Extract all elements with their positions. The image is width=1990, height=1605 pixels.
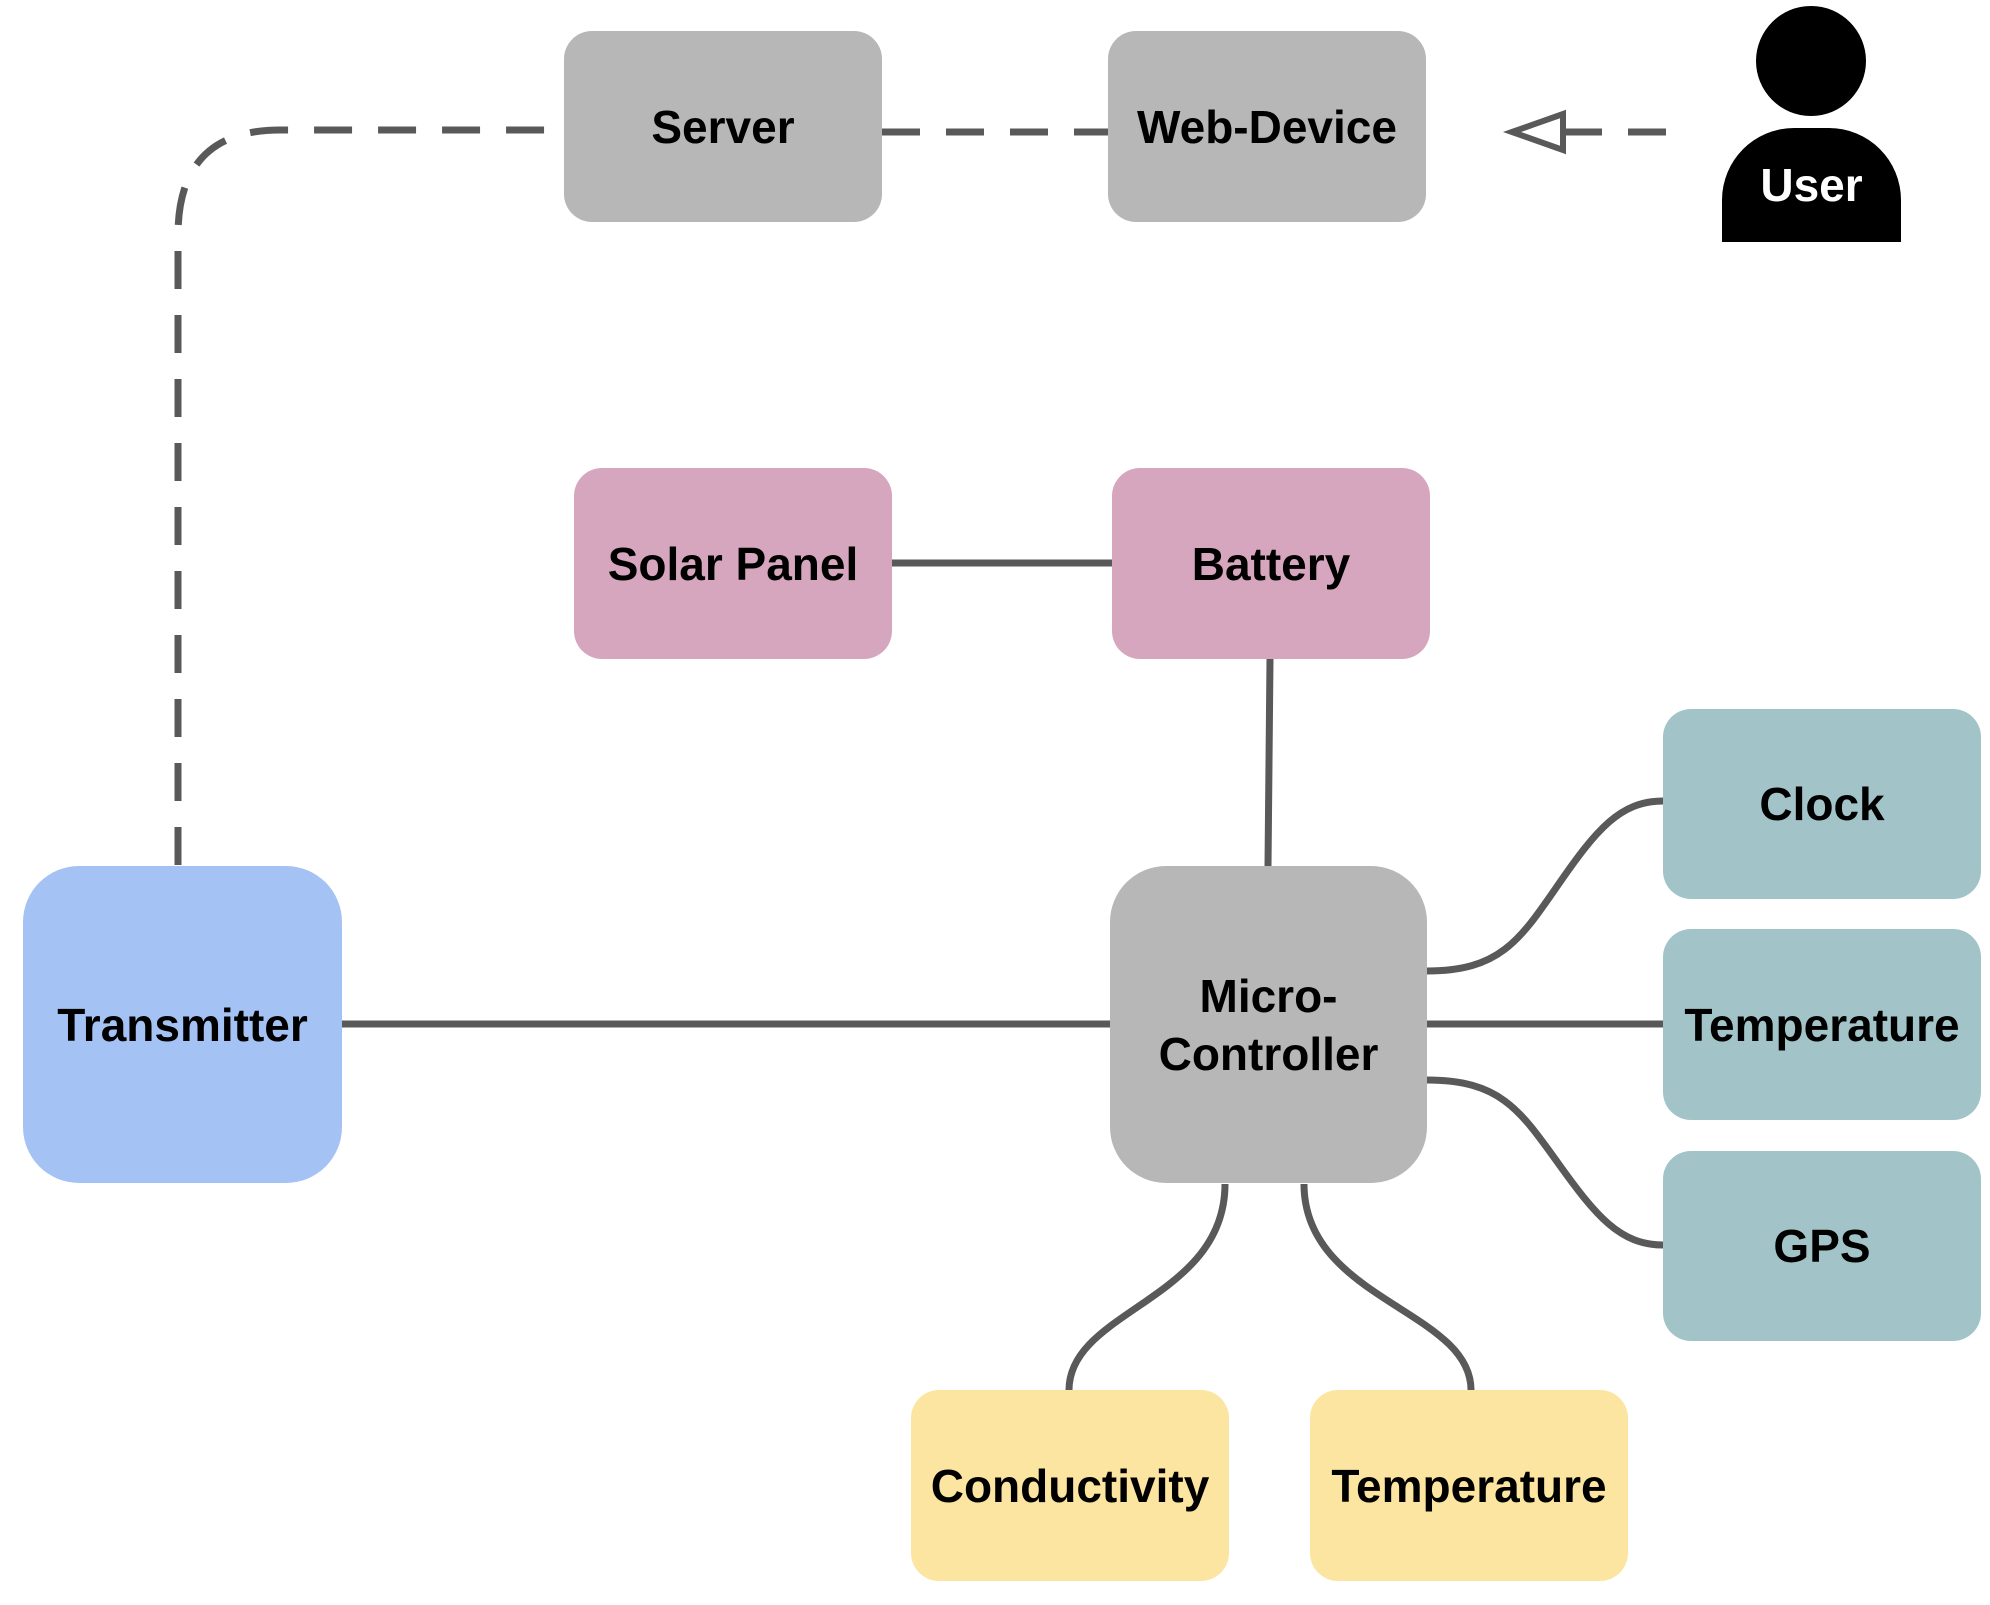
clock-label: Clock bbox=[1759, 778, 1885, 830]
solar-panel-node: Solar Panel bbox=[574, 468, 892, 659]
link-battery-microcontroller bbox=[1264, 658, 1274, 867]
solar-panel-label: Solar Panel bbox=[607, 537, 859, 590]
clock-node: Clock bbox=[1663, 709, 1981, 899]
link-transmitter-server bbox=[174, 126, 552, 865]
web-device-node: Web-Device bbox=[1108, 31, 1426, 222]
transmitter-node: Transmitter bbox=[23, 866, 342, 1183]
server-node: Server bbox=[564, 31, 882, 222]
temperature-sensor-node: Temperature bbox=[1663, 929, 1981, 1120]
link-microcontroller-conductivity bbox=[1065, 1183, 1229, 1391]
water-temperature-node: Temperature bbox=[1310, 1390, 1628, 1581]
battery-label: Battery bbox=[1191, 537, 1351, 590]
link-microcontroller-gps bbox=[1426, 1076, 1664, 1249]
link-microcontroller-temperature-bottom bbox=[1300, 1183, 1475, 1391]
gps-label: GPS bbox=[1773, 1220, 1871, 1272]
web-device-label: Web-Device bbox=[1137, 100, 1397, 153]
conductivity-node: Conductivity bbox=[911, 1390, 1229, 1581]
transmitter-label: Transmitter bbox=[57, 998, 308, 1051]
gps-node: GPS bbox=[1663, 1151, 1981, 1341]
temperature-sensor-label: Temperature bbox=[1684, 998, 1960, 1051]
user-label: User bbox=[1760, 159, 1863, 211]
microcontroller-label: Micro- Controller bbox=[1158, 969, 1379, 1080]
water-temperature-label: Temperature bbox=[1331, 1459, 1607, 1512]
arrowhead-webdevice bbox=[1502, 109, 1566, 155]
microcontroller-node: Micro- Controller bbox=[1110, 866, 1427, 1183]
conductivity-label: Conductivity bbox=[930, 1459, 1210, 1512]
server-label: Server bbox=[651, 100, 795, 153]
link-microcontroller-clock bbox=[1426, 797, 1664, 975]
person-icon: User bbox=[1722, 128, 1901, 242]
battery-node: Battery bbox=[1112, 468, 1430, 659]
person-icon-head bbox=[1756, 6, 1866, 116]
